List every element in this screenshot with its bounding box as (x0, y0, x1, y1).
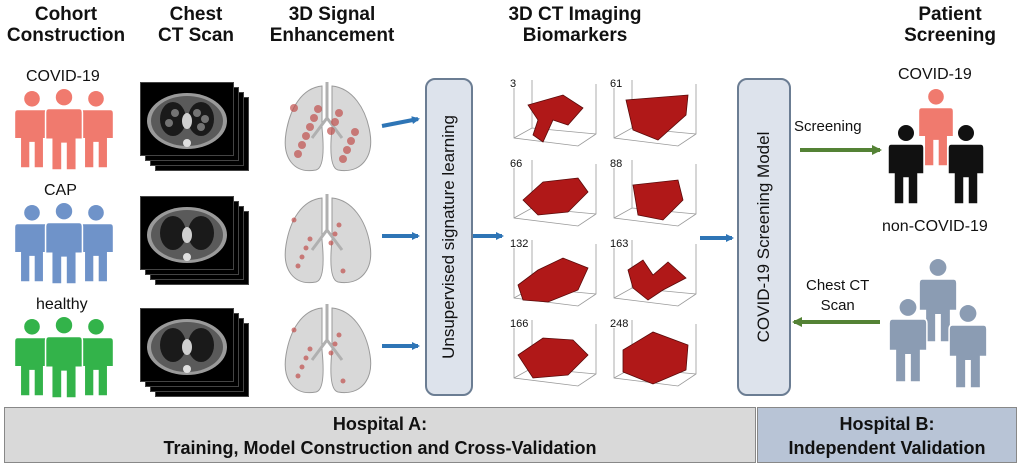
biomarker-3d-plot (613, 240, 697, 307)
header-cohort-line1: Cohort (34, 4, 98, 25)
validation-patients-icon (888, 259, 988, 389)
biomarker-cell: 88 (608, 158, 702, 232)
noncovid-patient-left-icon (887, 125, 925, 205)
header-enhancement-line1: 3D Signal (288, 4, 376, 25)
validation-patient-right-icon (948, 305, 988, 389)
person-center-icon (44, 203, 84, 284)
biomarker-3d-plot (513, 320, 597, 387)
header-screening-line2: Screening (904, 25, 996, 46)
biomarker-id-label: 248 (610, 318, 629, 330)
hospital-b-subtitle: Independent Validation (788, 438, 986, 458)
people-group-cap-icon (14, 203, 114, 284)
header-biomarkers-line1: 3D CT Imaging (508, 4, 642, 25)
header-chest-ct: Chest CT Scan (148, 4, 244, 46)
hospital-a-subtitle: Training, Model Construction and Cross-V… (163, 438, 597, 458)
people-group-cap-shapes (14, 203, 114, 284)
biomarker-cell: 132 (508, 238, 602, 312)
people-group-healthy-shapes (14, 317, 114, 398)
ct-slice-front (140, 308, 234, 382)
cohort-label-healthy: healthy (36, 296, 88, 313)
biomarker-cell: 166 (508, 318, 602, 392)
ct-stack-healthy (140, 308, 252, 400)
header-biomarkers: 3D CT Imaging Biomarkers (495, 4, 655, 46)
screened-patients-icon (887, 88, 985, 205)
arrow-enhancement-to-signature-top (381, 116, 420, 128)
biomarker-cell: 163 (608, 238, 702, 312)
biomarker-id-label: 61 (610, 78, 623, 90)
screening-noncovid-label: non-COVID-19 (882, 218, 988, 235)
people-group-covid-icon (14, 89, 114, 170)
person-right-icon (77, 204, 114, 283)
person-left-icon (14, 318, 51, 397)
hospital-b-title: Hospital B: (839, 414, 935, 434)
biomarker-cell: 3 (508, 78, 602, 152)
header-chest-ct-line1: Chest (169, 4, 223, 25)
header-screening: Patient Screening (890, 4, 1010, 46)
biomarker-id-label: 166 (510, 318, 529, 330)
biomarker-id-label: 3 (510, 78, 517, 90)
screening-arrow-label: Screening (794, 118, 862, 135)
header-cohort: Cohort Construction (2, 4, 130, 46)
ct-stack-covid (140, 82, 252, 174)
chest-ct-scan-arrow-label: Chest CT Scan (806, 276, 869, 316)
validation-patients-shapes (888, 259, 988, 389)
biomarker-cell: 248 (608, 318, 702, 392)
biomarker-3d-plot (513, 80, 597, 147)
header-cohort-line2: Construction (6, 25, 126, 46)
screening-covid-label: COVID-19 (898, 66, 972, 83)
biomarker-id-label: 88 (610, 158, 623, 170)
header-biomarkers-line2: Biomarkers (522, 25, 628, 46)
screened-patients-shapes (887, 88, 985, 205)
biomarker-3d-plot (613, 80, 697, 147)
noncovid-patient-right-icon (947, 125, 985, 205)
biomarker-3d-plot (513, 240, 597, 307)
header-screening-line1: Patient (918, 4, 982, 25)
cohort-label-covid: COVID-19 (26, 68, 100, 85)
validation-patient-left-icon (888, 299, 928, 383)
signature-learning-box: Unsupervised signature learning (425, 78, 473, 396)
biomarker-3d-plot (613, 320, 697, 387)
hospital-b-panel: Hospital B: Independent Validation (757, 407, 1017, 463)
biomarker-grid: 3 61 66 88 132 163 166 248 (508, 78, 704, 400)
lung-3d-render-healthy (284, 304, 372, 394)
ct-slice-front (140, 82, 234, 156)
chest-ct-scan-line2: Scan (820, 297, 855, 314)
biomarker-3d-plot (613, 160, 697, 227)
lung-3d-render-cap (284, 194, 372, 284)
lung-3d-render-covid (284, 82, 372, 172)
person-center-icon (44, 317, 84, 398)
hospital-a-title: Hospital A: (332, 414, 428, 434)
covid-patient-icon (917, 88, 955, 167)
cohort-label-cap: CAP (44, 182, 77, 199)
signature-learning-label: Unsupervised signature learning (439, 115, 458, 359)
biomarker-cell: 66 (508, 158, 602, 232)
screening-model-label: COVID-19 Screening Model (754, 131, 773, 343)
biomarker-3d-plot (513, 160, 597, 227)
person-center-icon (44, 89, 84, 170)
ct-slice-front (140, 196, 234, 270)
header-enhancement-line2: Enhancement (269, 25, 395, 46)
ct-stack-cap (140, 196, 252, 288)
hospital-a-panel: Hospital A: Training, Model Construction… (4, 407, 756, 463)
chest-ct-scan-line1: Chest CT (806, 277, 870, 294)
people-group-healthy-icon (14, 317, 114, 398)
validation-patient-center-icon (918, 259, 958, 343)
biomarker-id-label: 66 (510, 158, 523, 170)
biomarker-id-label: 132 (510, 238, 529, 250)
people-group-covid-shapes (14, 89, 114, 170)
header-chest-ct-line2: CT Scan (157, 25, 235, 46)
header-enhancement: 3D Signal Enhancement (262, 4, 402, 46)
screening-model-box: COVID-19 Screening Model (737, 78, 791, 396)
biomarker-cell: 61 (608, 78, 702, 152)
biomarker-id-label: 163 (610, 238, 629, 250)
